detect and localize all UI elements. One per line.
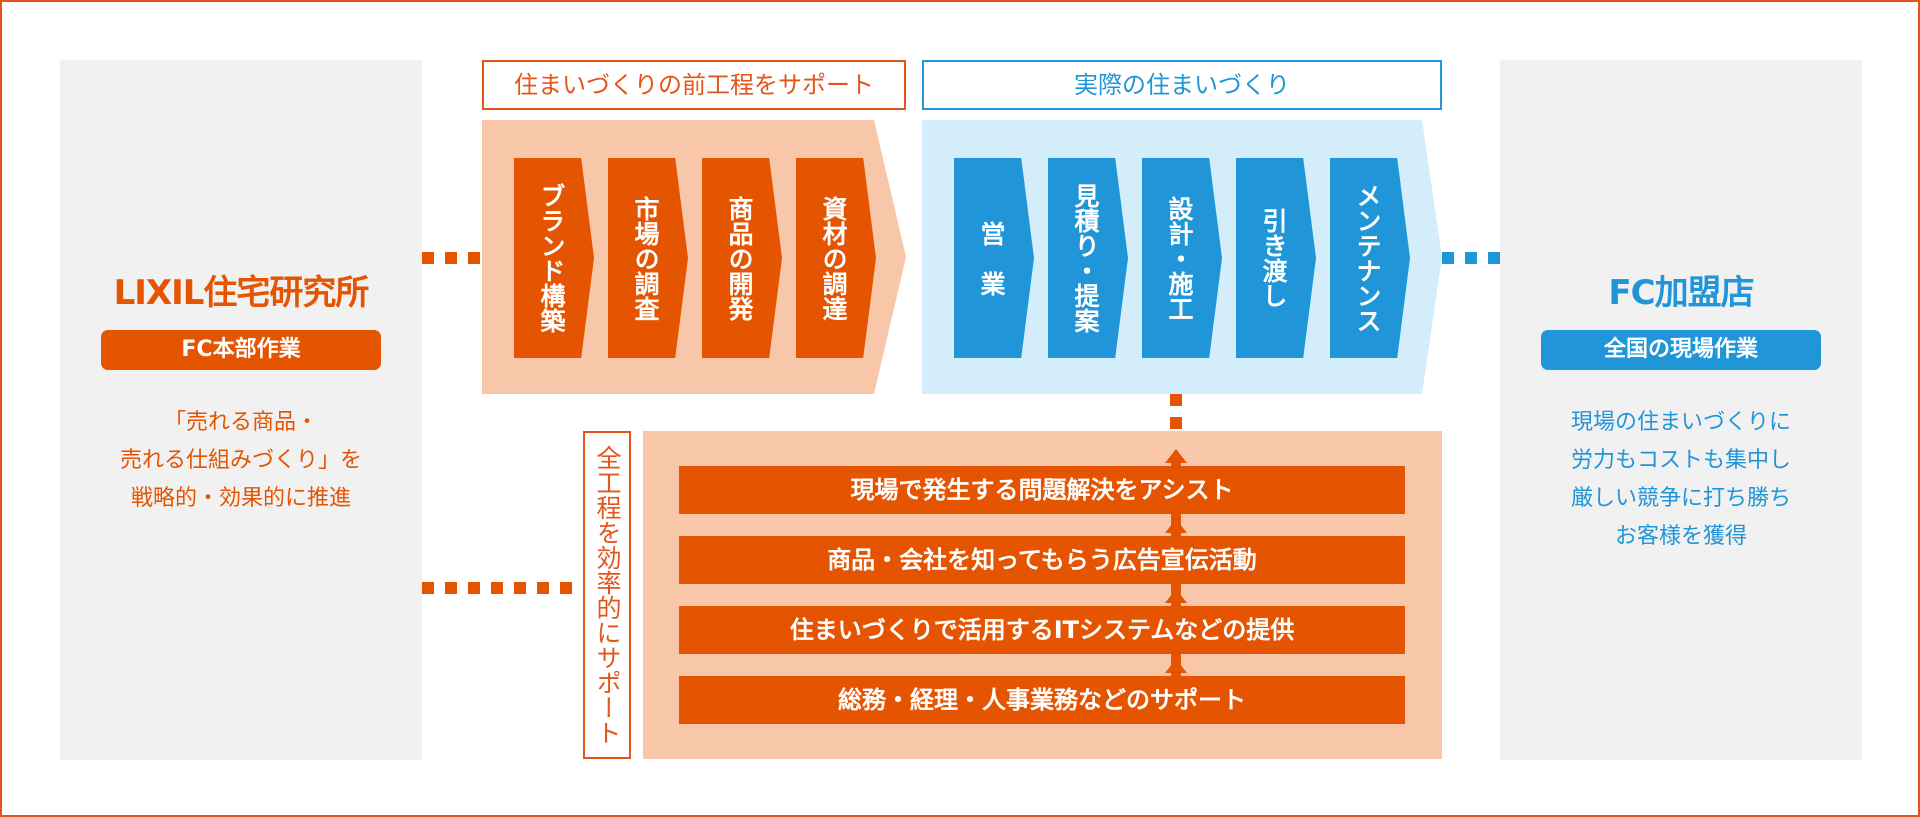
support-item-problem-solving: 現場で発生する問題解決をアシスト (679, 466, 1405, 514)
step-label: 見積り・提案 (1071, 183, 1100, 333)
step-handover: 引き渡し (1236, 158, 1316, 358)
arrow-up-icon (1165, 519, 1187, 533)
left-panel-badge: FC本部作業 (101, 330, 381, 370)
support-item-back-office: 総務・経理・人事業務などのサポート (679, 676, 1405, 724)
right-panel-badge: 全国の現場作業 (1541, 330, 1821, 370)
left-panel: LIXIL住宅研究所 FC本部作業 「売れる商品・ 売れる仕組みづくり」を 戦略… (60, 60, 422, 760)
right-panel: FC加盟店 全国の現場作業 現場の住まいづくりに 労力もコストも集中し 厳しい競… (1500, 60, 1862, 760)
step-market-research: 市場の調査 (608, 158, 688, 358)
left-panel-title: LIXIL住宅研究所 (113, 273, 370, 313)
step-material-procurement: 資材の調達 (796, 158, 876, 358)
right-desc-line: 労力もコストも集中し (1570, 448, 1791, 473)
step-label: 引き渡し (1259, 208, 1288, 308)
step-design-construction: 設計・施工 (1142, 158, 1222, 358)
arrow-up-icon (1165, 449, 1187, 463)
support-item-it-systems: 住まいづくりで活用するITシステムなどの提供 (679, 606, 1405, 654)
connector-left-top (422, 252, 482, 264)
step-label: ブランド構築 (537, 183, 566, 333)
actual-process-header: 実際の住まいづくり (922, 60, 1442, 110)
right-desc-line: 現場の住まいづくりに (1570, 410, 1791, 435)
step-label: 市場の調査 (631, 195, 660, 321)
right-desc-line: お客様を獲得 (1614, 524, 1747, 549)
step-product-development: 商品の開発 (702, 158, 782, 358)
step-label: メンテナンス (1353, 183, 1382, 333)
connector-vertical (1170, 394, 1182, 432)
connector-right-top (1442, 252, 1500, 264)
step-maintenance: メンテナンス (1330, 158, 1410, 358)
step-label: 営 業 (977, 220, 1006, 296)
left-panel-description: 「売れる商品・ 売れる仕組みづくり」を 戦略的・効果的に推進 (60, 404, 422, 518)
left-desc-line: 「売れる商品・ (163, 410, 318, 435)
pre-process-header: 住まいづくりの前工程をサポート (482, 60, 906, 110)
support-item-advertising: 商品・会社を知ってもらう広告宣伝活動 (679, 536, 1405, 584)
support-label: 全工程を効率的にサポート (593, 445, 622, 745)
right-desc-line: 厳しい競争に打ち勝ち (1570, 486, 1791, 511)
right-panel-title: FC加盟店 (1608, 273, 1754, 313)
connector-left-bottom (422, 582, 583, 594)
right-panel-description: 現場の住まいづくりに 労力もコストも集中し 厳しい競争に打ち勝ち お客様を獲得 (1500, 404, 1862, 556)
step-label: 資材の調達 (819, 195, 848, 321)
step-brand-building: ブランド構築 (514, 158, 594, 358)
support-label-box: 全工程を効率的にサポート (583, 431, 631, 759)
step-label: 商品の開発 (725, 195, 754, 321)
left-desc-line: 戦略的・効果的に推進 (130, 486, 351, 511)
arrow-up-icon (1165, 659, 1187, 673)
step-sales: 営 業 (954, 158, 1034, 358)
step-estimate-proposal: 見積り・提案 (1048, 158, 1128, 358)
arrow-up-icon (1165, 589, 1187, 603)
left-desc-line: 売れる仕組みづくり」を (119, 448, 362, 473)
step-label: 設計・施工 (1165, 195, 1194, 321)
